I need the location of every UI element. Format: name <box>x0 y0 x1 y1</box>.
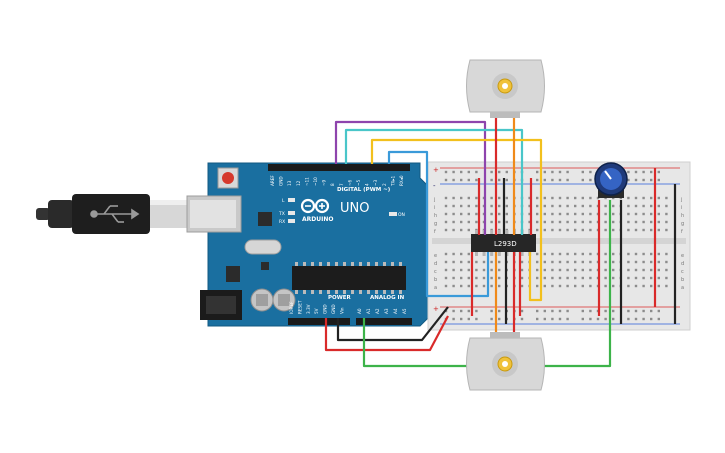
row-letter: i <box>434 205 435 211</box>
pin-label: Vin <box>339 307 344 314</box>
row-letter: c <box>434 269 437 275</box>
pin-label: GND <box>279 176 284 186</box>
row-letter: g <box>434 221 437 227</box>
power-header-label: POWER <box>328 295 352 301</box>
analog-header[interactable] <box>356 318 412 325</box>
pin-label: 13 <box>287 180 292 186</box>
row-letter: f <box>434 229 436 235</box>
power-header[interactable] <box>288 318 350 325</box>
pin-label: A5 <box>402 308 407 314</box>
pin-label: TX▸1 <box>390 175 395 187</box>
dc-motor-top[interactable] <box>466 59 545 118</box>
rail-plus-top: + <box>433 166 439 174</box>
pin-label: RX◂0 <box>399 175 404 186</box>
pin-label: ~9 <box>322 179 327 186</box>
dc-motor-bottom[interactable] <box>466 332 545 391</box>
row-letter: h <box>434 213 437 219</box>
pin-label: RESET <box>297 300 302 314</box>
pin-label: AREF <box>270 175 275 186</box>
usb-cable[interactable] <box>36 194 190 234</box>
pin-label: ~6 <box>347 179 352 186</box>
led-l-label: L <box>282 198 285 204</box>
pin-label: GND <box>331 304 336 314</box>
led-tx-label: TX <box>278 211 285 217</box>
wire-yellow <box>370 138 543 302</box>
row-letter: c <box>681 269 684 275</box>
row-letter: e <box>434 253 437 259</box>
pin-label: 4 <box>365 183 370 186</box>
row-letter: h <box>681 213 684 219</box>
row-letter: f <box>681 229 683 235</box>
wire-cyan <box>344 128 524 235</box>
potentiometer[interactable] <box>594 162 628 198</box>
wire-purple <box>334 120 487 235</box>
row-letter: d <box>681 261 684 267</box>
row-letter: g <box>681 221 684 227</box>
pin-label: 8 <box>330 183 335 186</box>
board-model-label: UNO <box>340 201 369 216</box>
pin-label: ~3 <box>373 179 378 186</box>
on-led-label: ON <box>398 212 405 218</box>
digital-header-label: DIGITAL (PWM ~) <box>337 187 391 193</box>
pin-label: 12 <box>296 180 301 186</box>
pin-label: ~11 <box>304 177 309 186</box>
row-letter: d <box>434 261 437 267</box>
wire-gnd <box>336 306 449 342</box>
pin-label: IOREF <box>289 301 294 314</box>
pin-label: A2 <box>375 308 380 314</box>
row-letter: a <box>434 285 437 291</box>
pin-label: GND <box>323 304 328 314</box>
wires <box>324 118 677 368</box>
reset-button[interactable] <box>222 172 234 184</box>
pin-label: A3 <box>384 308 389 314</box>
pin-label: A4 <box>393 308 398 314</box>
row-letter: j <box>680 197 682 203</box>
pin-label: 5V <box>314 308 319 314</box>
rail-minus-top: - <box>433 182 436 190</box>
usb-icon <box>90 205 140 223</box>
pin-label: A0 <box>357 308 362 314</box>
analog-header-label: ANALOG IN <box>370 295 405 301</box>
wire-5v <box>324 315 449 352</box>
arduino-logo <box>300 198 330 214</box>
rail-plus-bottom: + <box>433 305 439 313</box>
row-letter: i <box>681 205 682 211</box>
pin-label: 2 <box>382 183 387 186</box>
arduino-logo-text: ARDUINO <box>302 216 333 223</box>
row-letter: b <box>681 277 684 283</box>
row-letter: a <box>681 285 684 291</box>
led-rx-label: RX <box>279 219 285 225</box>
pin-label: 7 <box>339 183 344 186</box>
pin-label: ~10 <box>313 177 318 186</box>
row-letter: e <box>681 253 684 259</box>
row-letter: j <box>433 197 435 203</box>
pin-label: A1 <box>366 308 371 314</box>
pin-label: ~5 <box>356 179 361 186</box>
row-letter: b <box>434 277 437 283</box>
digital-header[interactable] <box>268 164 410 171</box>
wire-blue <box>387 150 490 298</box>
pin-label: 3.3V <box>306 304 311 314</box>
chip-label: L293D <box>494 240 517 248</box>
